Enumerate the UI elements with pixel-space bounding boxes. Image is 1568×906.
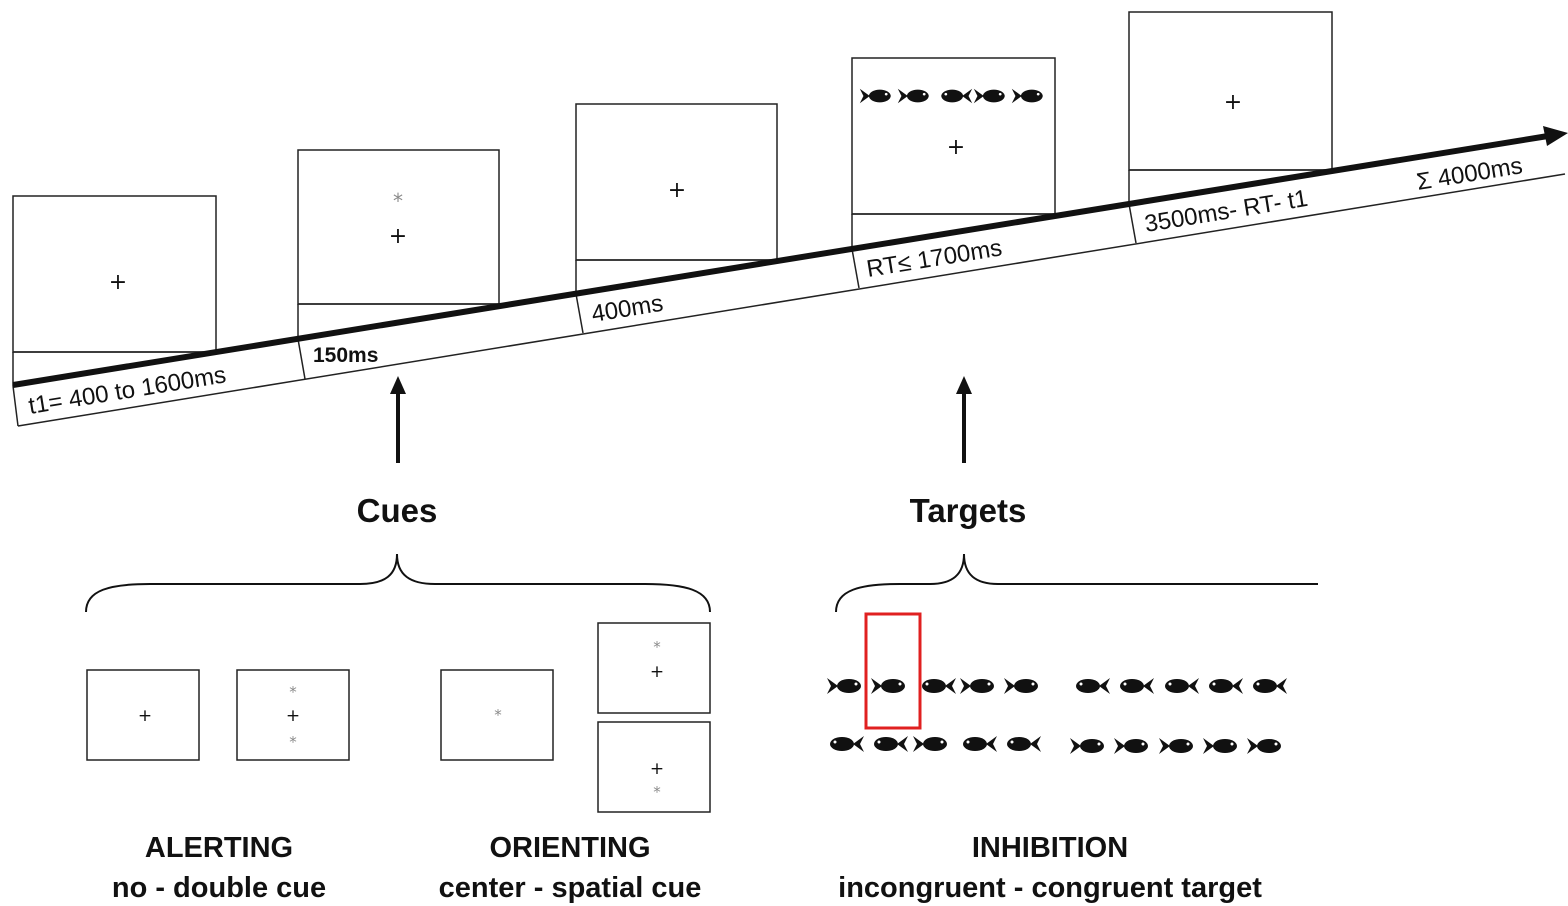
cue-up-arrow — [390, 376, 406, 463]
duration-strip — [12, 169, 1566, 427]
inhibition-title: INHIBITION — [972, 832, 1128, 864]
center-cue-screen: * — [440, 669, 554, 761]
inhibition-subtitle: incongruent - congruent target — [838, 872, 1262, 904]
target-up-arrow — [956, 376, 972, 463]
fixation-cross: + — [389, 224, 407, 249]
congruent-target-top — [1076, 678, 1287, 694]
time-arrow — [12, 126, 1568, 388]
frame-post-target: + — [1128, 11, 1333, 171]
alerting-title: ALERTING — [145, 832, 293, 864]
cues-heading: Cues — [357, 492, 438, 529]
orienting-title: ORIENTING — [489, 832, 650, 864]
no-cue-screen: + — [86, 669, 200, 761]
cues-brace — [85, 553, 711, 613]
frame-target: + — [851, 57, 1056, 215]
cue-asterisk: * — [653, 638, 661, 656]
congruent-target-bottom — [1070, 738, 1281, 754]
incongruent-target-bottom — [830, 736, 1041, 752]
fixation-cross: + — [650, 662, 664, 682]
alerting-subtitle: no - double cue — [112, 872, 326, 904]
duration-label-cue: 150ms — [313, 344, 378, 367]
frame-cue: * + — [297, 149, 500, 305]
fixation-cross: + — [138, 706, 152, 726]
fixation-cross: + — [668, 178, 686, 203]
frame-fixation: + — [12, 195, 217, 386]
targets-brace — [835, 553, 1318, 613]
fixation-cross: + — [286, 706, 300, 726]
frame-post-cue: + — [575, 103, 778, 261]
duration-label-t1: t1= 400 to 1600ms — [27, 361, 228, 420]
fixation-cross: + — [109, 270, 127, 295]
cue-asterisk: * — [653, 783, 661, 801]
spatial-cue-top-screen: * + — [597, 622, 711, 714]
cue-asterisk: * — [494, 706, 502, 724]
orienting-subtitle: center - spatial cue — [439, 872, 702, 904]
cue-asterisk: * — [393, 189, 403, 213]
fixation-cross: + — [947, 135, 965, 160]
targets-heading: Targets — [910, 492, 1027, 529]
duration-label-post-target: 3500ms- RT- t1 — [1143, 185, 1310, 238]
cue-asterisk: * — [289, 733, 297, 751]
highlight-box — [864, 612, 922, 730]
spatial-cue-bottom-screen: + * — [597, 721, 711, 813]
fixation-cross: + — [1224, 90, 1242, 115]
cue-asterisk: * — [289, 683, 297, 701]
fixation-cross: + — [650, 759, 664, 779]
incongruent-target-top — [827, 678, 1038, 694]
double-cue-screen: * + * — [236, 669, 350, 761]
